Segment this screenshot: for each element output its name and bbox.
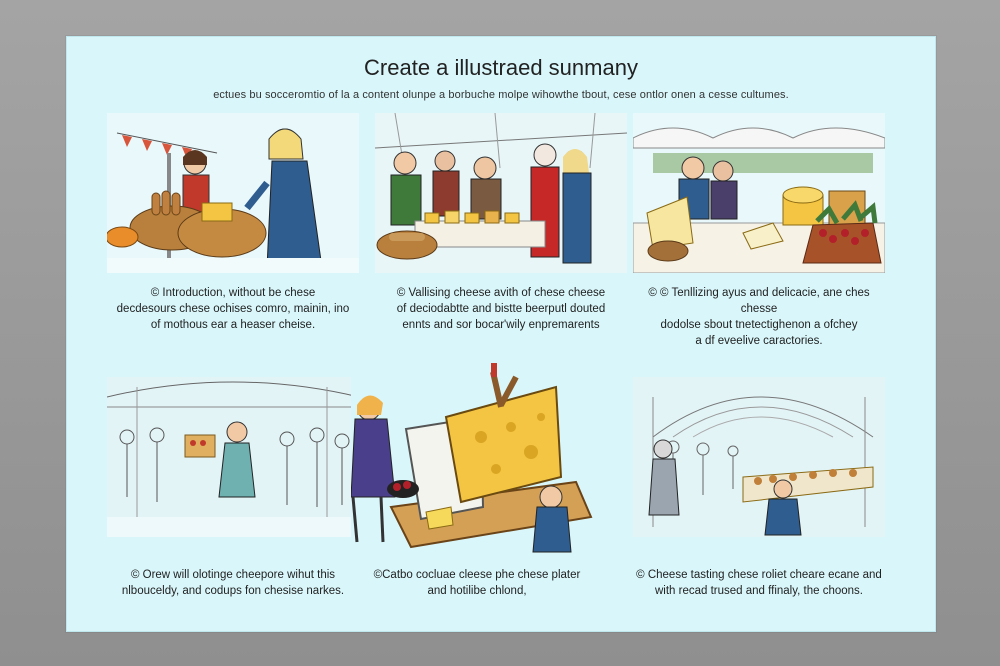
cheese-platter-illustration xyxy=(351,357,603,557)
caption-line: © Vallising cheese avith of chese cheese xyxy=(396,287,606,299)
caption-line: © © Tenllizing ayus and delicacie, ane c… xyxy=(648,287,870,315)
caption-line: of mothous ear a heaser cheise. xyxy=(150,319,316,331)
poster-title: Create a illustraed sunmany xyxy=(364,55,638,80)
caption-line: decdesours chese ochises comro, mainin, … xyxy=(116,303,350,315)
poster-subtitle: ectues bu socceromtio of la a content ol… xyxy=(213,89,789,101)
tasting-hall-illustration xyxy=(633,377,885,537)
panel-caption: © Cheese tasting chese roliet cheare eca… xyxy=(633,567,885,599)
market-crowd-illustration xyxy=(107,377,359,537)
caption-line: © Orew will olotinge cheepore wihut this xyxy=(130,569,336,581)
caption-line: of deciodabtte and bistte beerputl doute… xyxy=(396,303,606,315)
tasting-table-illustration xyxy=(633,113,885,273)
panel-caption: © Vallising cheese avith of chese cheese… xyxy=(375,285,627,333)
illustrated-poster: Create a illustraed sunmany ectues bu so… xyxy=(66,36,936,632)
caption-line: ©Catbo cocluae cleese phe chese plater xyxy=(373,569,581,581)
caption-line: a df eveelive caractories. xyxy=(695,335,823,347)
panel-caption: © © Tenllizing ayus and delicacie, ane c… xyxy=(633,285,885,349)
caption-line: ennts and sor bocar'wily enpremarents xyxy=(402,319,600,331)
panel-caption: ©Catbo cocluae cleese phe chese plater a… xyxy=(351,567,603,599)
caption-line: © Cheese tasting chese roliet cheare eca… xyxy=(636,569,882,581)
cheese-counter-illustration xyxy=(375,113,627,273)
caption-line: with recad trused and ffinaly, the choon… xyxy=(655,585,863,597)
caption-line: and hotilibe chlond, xyxy=(427,585,527,597)
caption-line: © Introduction, without be chese xyxy=(150,287,316,299)
caption-line: dodolse sbout tnetectighenon a ofchey xyxy=(660,319,858,331)
market-stall-illustration xyxy=(107,113,359,273)
caption-line: nlbouceldy, and codups fon chesise narke… xyxy=(121,585,345,597)
panel-caption: © Introduction, without be chese decdeso… xyxy=(107,285,359,333)
panel-caption: © Orew will olotinge cheepore wihut this… xyxy=(107,567,359,599)
